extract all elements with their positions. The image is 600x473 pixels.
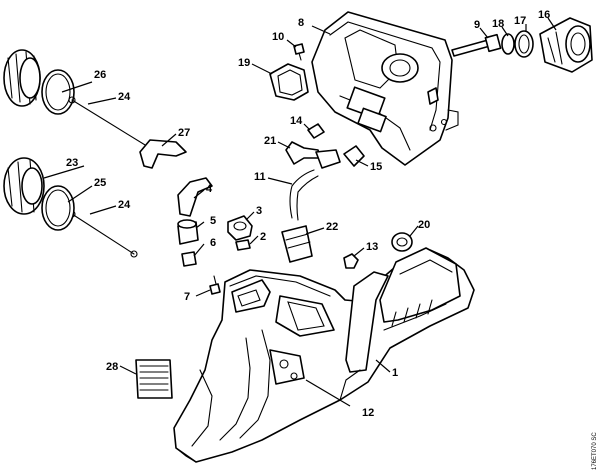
callout-14: 14 bbox=[290, 115, 303, 127]
part-7-pin bbox=[209, 275, 221, 295]
part-19-gasket bbox=[269, 63, 309, 101]
part-27-bracket bbox=[139, 139, 187, 169]
callout-17: 17 bbox=[514, 15, 526, 27]
callout-18: 18 bbox=[492, 18, 504, 30]
callout-labels: 8 10 9 18 17 16 19 26 24 27 14 21 15 11 … bbox=[66, 9, 550, 419]
part-21-hose bbox=[285, 141, 321, 165]
callout-8: 8 bbox=[298, 17, 304, 29]
callout-7: 7 bbox=[184, 291, 190, 303]
part-14-fitting bbox=[307, 123, 325, 139]
part-2-spring bbox=[235, 239, 251, 251]
callout-24-upper: 24 bbox=[118, 91, 131, 103]
part-6-plug bbox=[181, 251, 197, 267]
callout-13: 13 bbox=[366, 241, 378, 253]
callout-9: 9 bbox=[474, 19, 480, 31]
drawing-code: 176ET070 SC bbox=[592, 432, 598, 470]
part-24-wire-lower bbox=[68, 210, 138, 258]
callout-28: 28 bbox=[106, 361, 118, 373]
part-5-grommet bbox=[177, 219, 199, 245]
callout-10: 10 bbox=[272, 31, 284, 43]
callout-3: 3 bbox=[256, 205, 262, 217]
part-17-clamp bbox=[514, 30, 534, 58]
callout-16: 16 bbox=[538, 9, 550, 21]
leader-lines bbox=[43, 17, 557, 407]
part-3-valve bbox=[227, 215, 253, 241]
callout-27: 27 bbox=[178, 127, 190, 139]
part-28-label bbox=[135, 359, 173, 399]
callout-21: 21 bbox=[264, 135, 276, 147]
callout-12: 12 bbox=[362, 407, 374, 419]
callout-1: 1 bbox=[392, 367, 398, 379]
callout-23: 23 bbox=[66, 157, 78, 169]
callout-22: 22 bbox=[326, 221, 338, 233]
part-10-screw bbox=[293, 43, 305, 61]
part-18-retaining-ring bbox=[501, 33, 515, 55]
part-16-intake-connector bbox=[539, 17, 593, 73]
part-13-nut bbox=[343, 253, 359, 269]
part-22-fuel-filter bbox=[281, 225, 313, 263]
callout-26: 26 bbox=[94, 69, 106, 81]
callout-19: 19 bbox=[238, 57, 250, 69]
part-20-bushing bbox=[391, 232, 413, 252]
part-9-long-screw bbox=[451, 33, 502, 57]
callout-15: 15 bbox=[370, 161, 382, 173]
callout-20: 20 bbox=[418, 219, 430, 231]
part-1-housing bbox=[173, 247, 475, 463]
callout-25: 25 bbox=[94, 177, 106, 189]
part-24-wire-upper bbox=[68, 96, 154, 152]
callout-11: 11 bbox=[254, 171, 266, 183]
part-23-filter-cap bbox=[3, 157, 75, 231]
part-26-filter-cap bbox=[3, 49, 75, 115]
callout-2: 2 bbox=[260, 231, 266, 243]
callout-24-lower: 24 bbox=[118, 199, 131, 211]
callout-6: 6 bbox=[210, 237, 216, 249]
part-8-cylinder-shroud bbox=[311, 11, 459, 166]
part-11-fuel-hose bbox=[289, 149, 341, 221]
callout-5: 5 bbox=[210, 215, 216, 227]
callout-4: 4 bbox=[206, 183, 213, 195]
